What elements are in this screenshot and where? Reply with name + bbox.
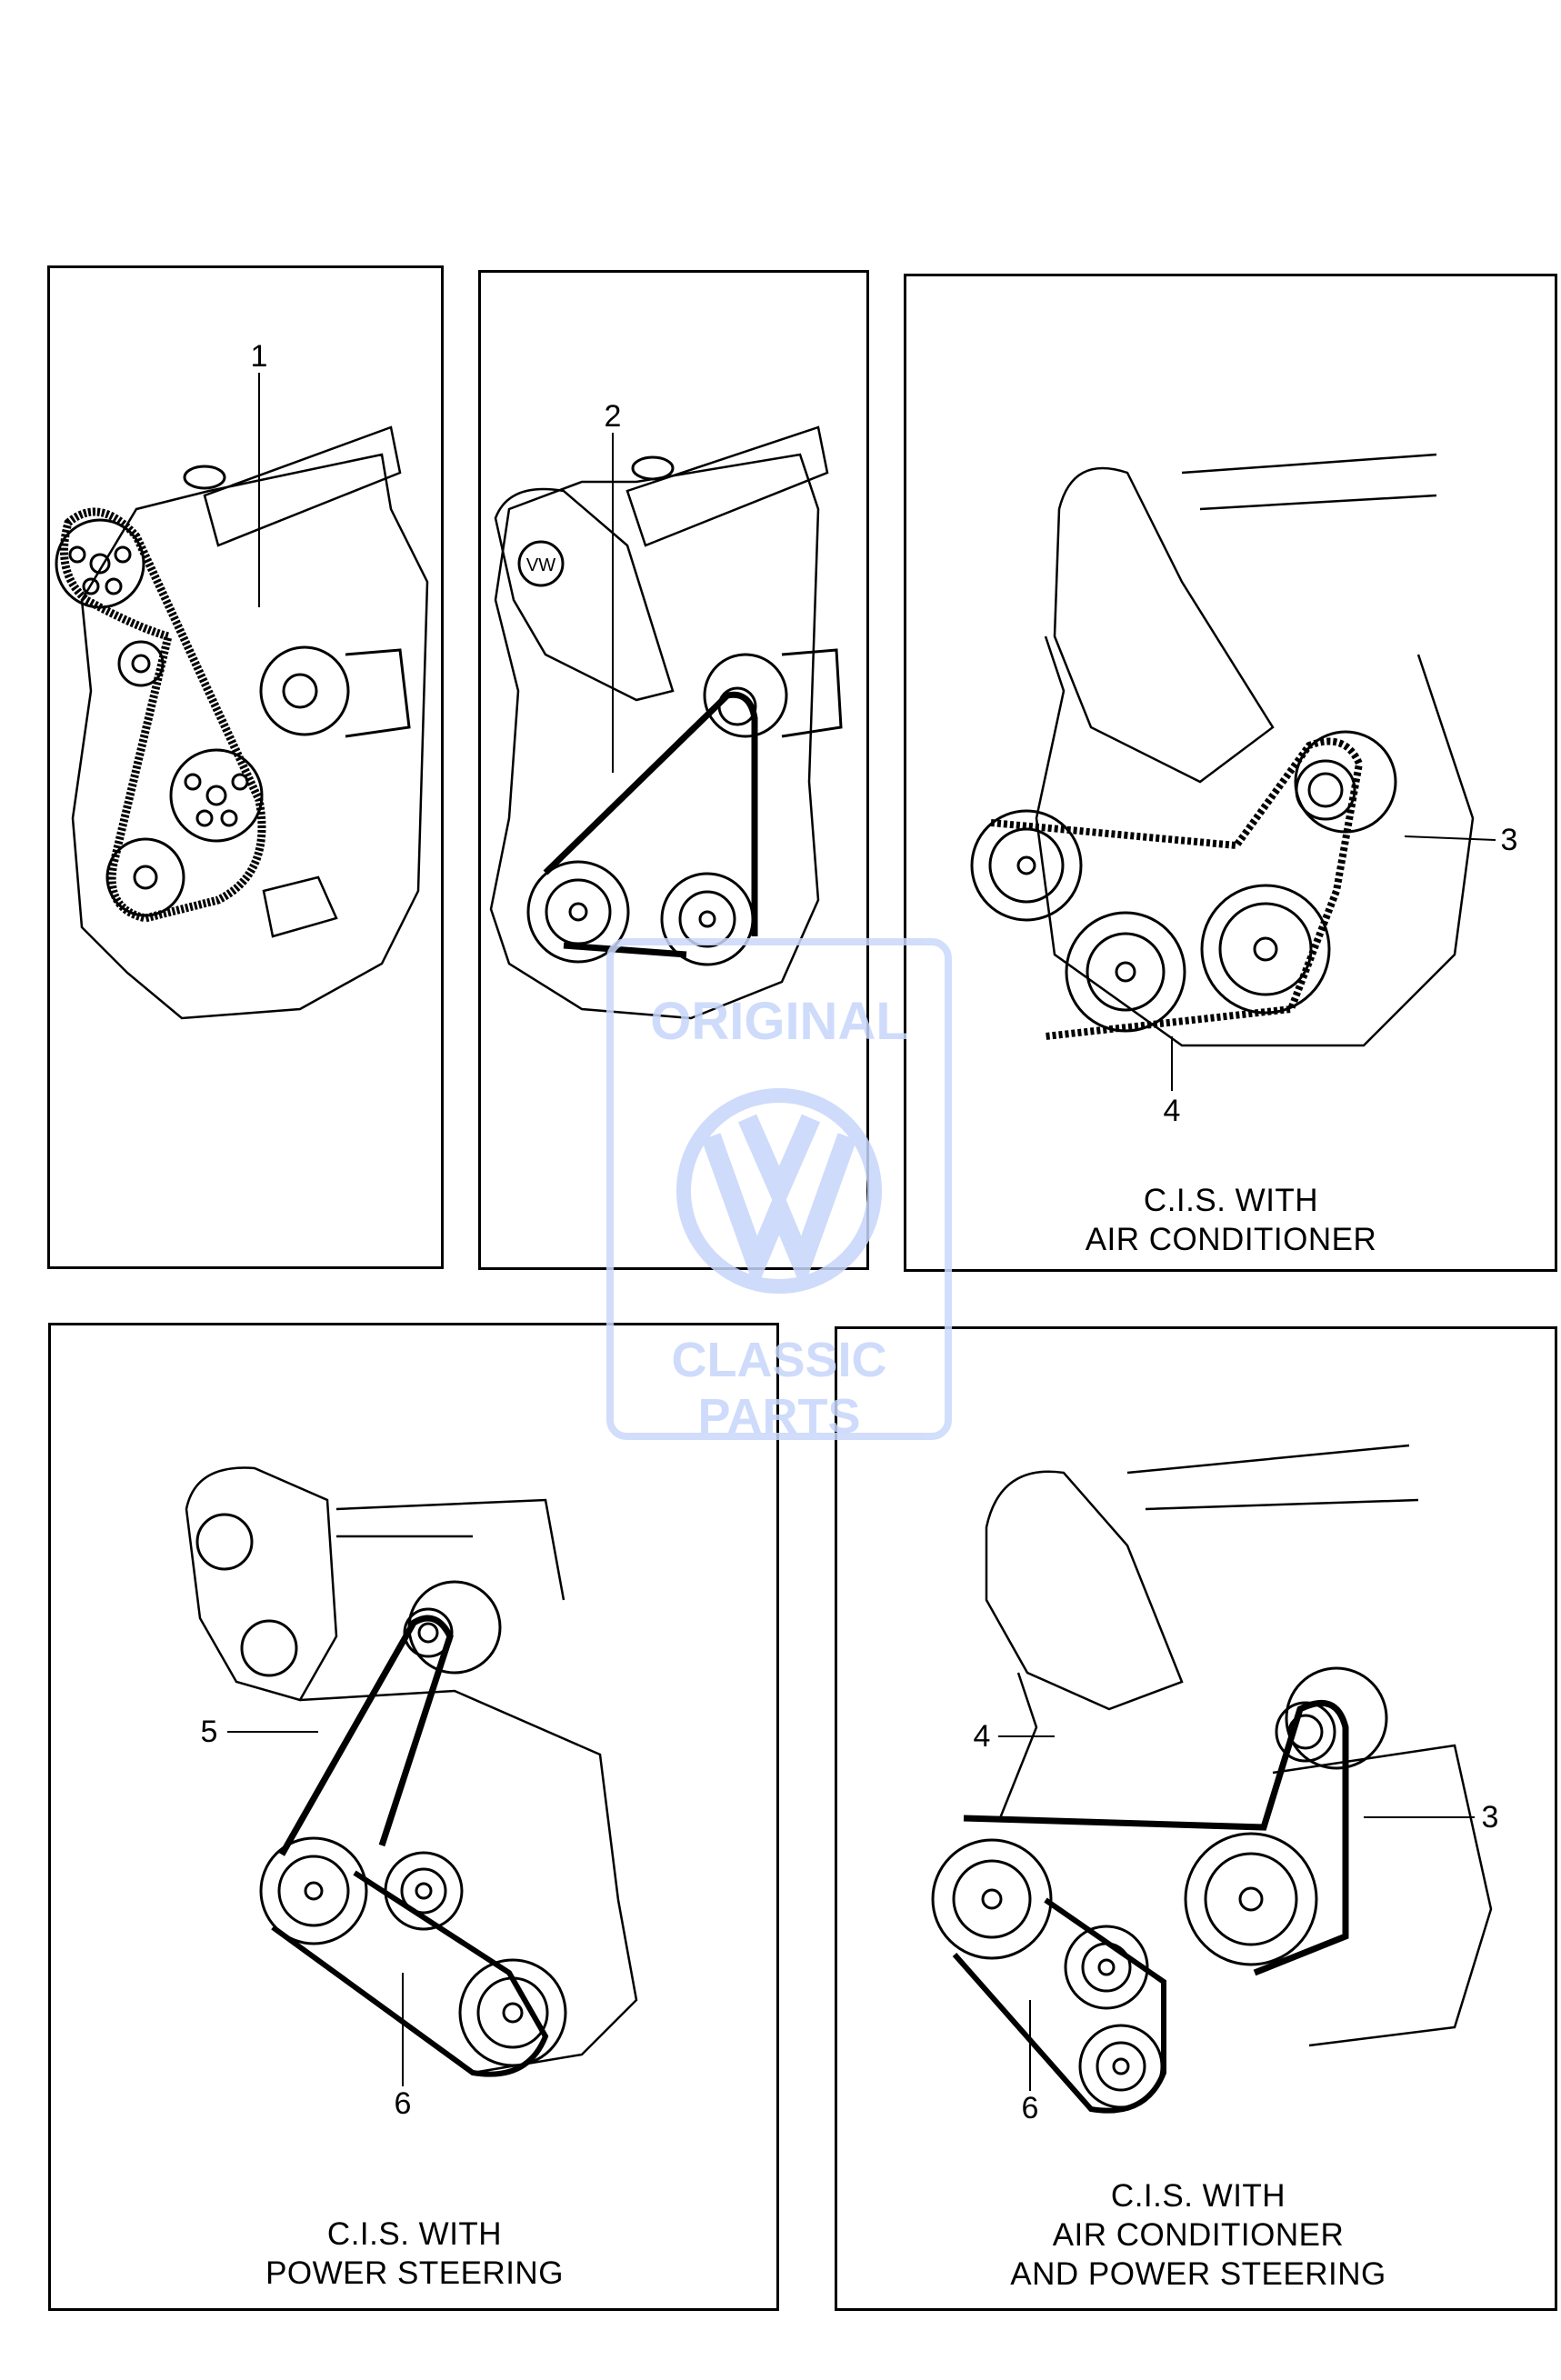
valve-cover bbox=[203, 425, 402, 547]
v-belt-power-steering bbox=[271, 1870, 549, 2077]
engine-block-outline bbox=[299, 1689, 638, 2075]
alternator-pulley bbox=[1275, 1701, 1336, 1763]
ps-belt bbox=[952, 1897, 1166, 2114]
alternator-pulley bbox=[403, 1607, 454, 1658]
watermark-top-text: ORIGINAL bbox=[650, 992, 908, 1051]
valve-cover bbox=[1126, 1444, 1419, 1511]
v-belt bbox=[543, 691, 758, 958]
vw-emblem bbox=[517, 540, 565, 587]
callout-3: 3 bbox=[1481, 1800, 1499, 1835]
engine-block-outline bbox=[998, 1672, 1493, 2047]
camshaft-pulley bbox=[55, 518, 145, 609]
ac-compressor-clutch bbox=[1200, 884, 1331, 1015]
callout-1: 1 bbox=[250, 339, 268, 374]
alternator bbox=[703, 653, 788, 738]
tensioner-pulley bbox=[117, 640, 165, 687]
crankshaft-pulley bbox=[970, 809, 1083, 922]
power-steering-pump-pulley bbox=[1078, 2024, 1164, 2109]
alternator-pulley bbox=[282, 673, 318, 709]
alternator bbox=[407, 1580, 502, 1675]
crankshaft-pulley bbox=[105, 837, 185, 917]
water-pump-pulley bbox=[384, 1851, 464, 1931]
v-belt-alternator bbox=[278, 1615, 454, 1856]
intermediate-shaft-pulley bbox=[169, 748, 264, 843]
engine-block-outline bbox=[489, 453, 820, 1020]
caption-cis-ac-ps: C.I.S. WITH AIR CONDITIONER AND POWER ST… bbox=[1010, 2176, 1386, 2294]
valve-cover bbox=[335, 1498, 565, 1601]
callout-5: 5 bbox=[200, 1715, 218, 1749]
engine-cis-ac-ps-drawing bbox=[931, 1444, 1493, 2114]
panel-4-frame bbox=[48, 1323, 779, 2311]
timing-belt-cover bbox=[1053, 466, 1275, 784]
engine-cis-ac-drawing bbox=[970, 453, 1496, 1091]
crankshaft-pulley bbox=[259, 1836, 368, 1945]
caption-line: POWER STEERING bbox=[265, 2255, 564, 2291]
callout-6: 6 bbox=[1021, 2091, 1039, 2125]
timing-belt-cover bbox=[985, 1470, 1184, 1711]
valve-cover bbox=[625, 425, 829, 547]
water-pump-pulley bbox=[1065, 911, 1186, 1033]
water-pump-pulley bbox=[1064, 1925, 1149, 2010]
caption-line: C.I.S. WITH bbox=[1110, 2178, 1286, 2214]
engine-block-outline bbox=[1035, 635, 1475, 1047]
alternator-pulley bbox=[717, 686, 757, 726]
timing-cover-bolt-boss bbox=[195, 1513, 254, 1571]
panel-5-frame bbox=[835, 1326, 1557, 2311]
ac-belt bbox=[990, 737, 1364, 1040]
callout-6: 6 bbox=[394, 2086, 412, 2121]
caption-line: C.I.S. WITH bbox=[1143, 1183, 1319, 1218]
callout-4: 4 bbox=[1163, 1094, 1181, 1128]
callout-3-leader bbox=[1404, 835, 1496, 841]
engine-block-outline bbox=[71, 453, 429, 1020]
caption-line: AIR CONDITIONER bbox=[1085, 1222, 1377, 1257]
watermark-vw-classic-parts: ORIGINAL CLASSIC PARTS bbox=[606, 938, 952, 1444]
alternator-pulley bbox=[1295, 759, 1356, 821]
panel-1-frame bbox=[47, 265, 444, 1269]
toothed-belt bbox=[60, 507, 266, 923]
caption-cis-power-steering: C.I.S. WITH POWER STEERING bbox=[265, 2215, 564, 2293]
distributor bbox=[262, 875, 338, 938]
caption-cis-ac: C.I.S. WITH AIR CONDITIONER bbox=[1086, 1181, 1377, 1259]
ac-compressor-clutch bbox=[1184, 1832, 1318, 1966]
caption-line: C.I.S. WITH bbox=[326, 2216, 503, 2252]
caption-line: AND POWER STEERING bbox=[1010, 2256, 1386, 2292]
water-pump-pulley bbox=[660, 872, 755, 966]
engine-cis-power-steering-drawing bbox=[185, 1466, 638, 2086]
alternator bbox=[1285, 1666, 1388, 1770]
power-steering-pump-pulley bbox=[458, 1958, 567, 2067]
callout-4: 4 bbox=[973, 1719, 991, 1754]
timing-belt-cover bbox=[185, 1466, 338, 1702]
caption-line: AIR CONDITIONER bbox=[1052, 2217, 1345, 2253]
panel-3-frame bbox=[904, 274, 1557, 1272]
watermark-bottom-text: CLASSIC PARTS bbox=[671, 1333, 887, 1444]
engine-v-belt-drawing: VW bbox=[489, 425, 843, 1020]
panel-2-frame bbox=[478, 270, 869, 1270]
callout-2: 2 bbox=[604, 399, 622, 434]
engine-toothed-belt-drawing bbox=[55, 373, 429, 1020]
crankshaft-pulley bbox=[526, 860, 630, 964]
vw-logo-icon bbox=[676, 1088, 882, 1294]
oil-filler-cap bbox=[631, 455, 675, 481]
timing-belt-cover bbox=[494, 487, 675, 702]
callout-3: 3 bbox=[1500, 823, 1518, 857]
ac-belt bbox=[963, 1699, 1349, 1976]
alternator bbox=[1294, 730, 1397, 834]
svg-text:VW: VW bbox=[526, 555, 555, 575]
crankshaft-pulley bbox=[931, 1838, 1053, 1960]
alternator bbox=[259, 645, 350, 736]
oil-filler-cap bbox=[183, 465, 226, 490]
valve-cover bbox=[1181, 453, 1437, 511]
